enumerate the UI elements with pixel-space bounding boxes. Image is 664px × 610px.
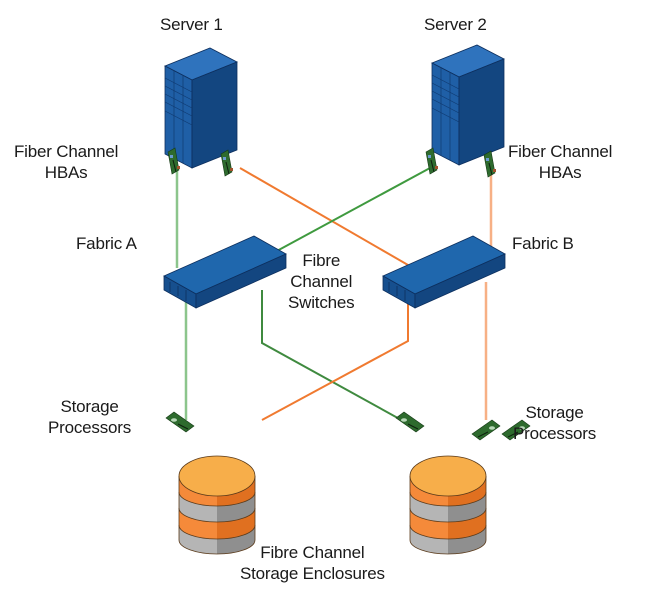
storage-processor-icon <box>395 411 425 433</box>
switches-line1: Fibre <box>302 251 341 270</box>
storage-processor-icon <box>165 411 195 433</box>
hbas-left-line2: HBAs <box>44 163 88 182</box>
storage-enclosure-1-icon <box>178 455 256 555</box>
server-1-label: Server 1 <box>160 15 223 34</box>
link-fabric-a-enc2 <box>261 290 406 423</box>
enclosures-line1: Fibre Channel <box>260 543 365 562</box>
server-1-icon <box>164 47 238 169</box>
hbas-right-line2: HBAs <box>538 163 582 182</box>
enclosures-label: Fibre Channel Storage Enclosures <box>240 542 385 584</box>
link-fabric-b-enc1 <box>261 302 409 421</box>
fabric-a-switch-icon <box>163 235 287 309</box>
hbas-left-label: Fiber Channel HBAs <box>14 141 118 183</box>
hbas-right-label: Fiber Channel HBAs <box>508 141 612 183</box>
sp-left-line2: Processors <box>48 418 132 437</box>
hbas-right-line1: Fiber Channel <box>508 142 613 161</box>
switches-label: Fibre Channel Switches <box>288 250 355 313</box>
sp-right-label: Storage Processors <box>513 402 596 444</box>
switches-line2: Channel <box>290 272 353 291</box>
link-s1-fabric-b <box>239 167 409 266</box>
fabric-a-label: Fabric A <box>76 234 137 253</box>
sp-right-line1: Storage <box>525 403 584 422</box>
link-s2-fabric-a <box>274 167 431 253</box>
sp-right-line2: Processors <box>513 424 597 443</box>
hbas-left-line1: Fiber Channel <box>14 142 119 161</box>
server-2-label: Server 2 <box>424 15 487 34</box>
sp-left-line1: Storage <box>60 397 119 416</box>
hba-card-icon <box>483 150 497 178</box>
fabric-b-label: Fabric B <box>512 234 574 253</box>
enclosures-line2: Storage Enclosures <box>240 564 385 583</box>
sp-left-label: Storage Processors <box>48 396 131 438</box>
storage-enclosure-2-icon <box>409 455 487 555</box>
switches-line3: Switches <box>288 293 355 312</box>
storage-processor-icon <box>471 419 501 441</box>
hba-card-icon <box>220 149 234 177</box>
server-2-icon <box>431 44 505 166</box>
